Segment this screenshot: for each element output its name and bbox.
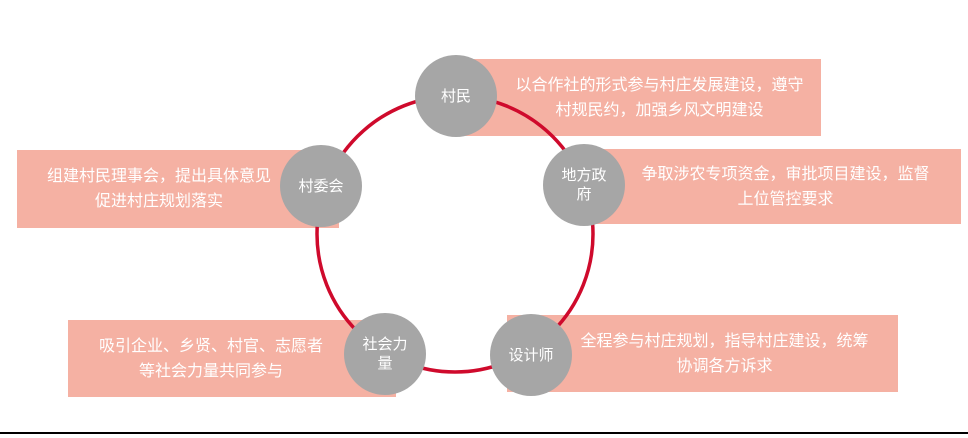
node-circle-village-committee: 村委会 [280, 145, 362, 227]
node-label-village-committee: 村委会 [298, 177, 344, 195]
bottom-divider [0, 432, 968, 434]
node-label-social-forces: 社会力量 [362, 336, 408, 372]
node-circle-local-government: 地方政府 [543, 144, 625, 226]
node-label-designer: 设计师 [508, 346, 554, 364]
node-label-villagers: 村民 [440, 87, 471, 105]
description-box-villagers: 以合作社的形式参与村庄发展建设，遵守 村规民约，加强乡风文明建设 [458, 59, 821, 136]
node-circle-designer: 设计师 [490, 314, 572, 396]
node-label-local-government: 地方政府 [561, 167, 607, 203]
node-circle-social-forces: 社会力量 [344, 313, 426, 395]
description-box-local-government: 争取涉农专项资金，审批项目建设，监督 上位管控要求 [576, 149, 961, 224]
node-circle-villagers: 村民 [415, 55, 497, 137]
